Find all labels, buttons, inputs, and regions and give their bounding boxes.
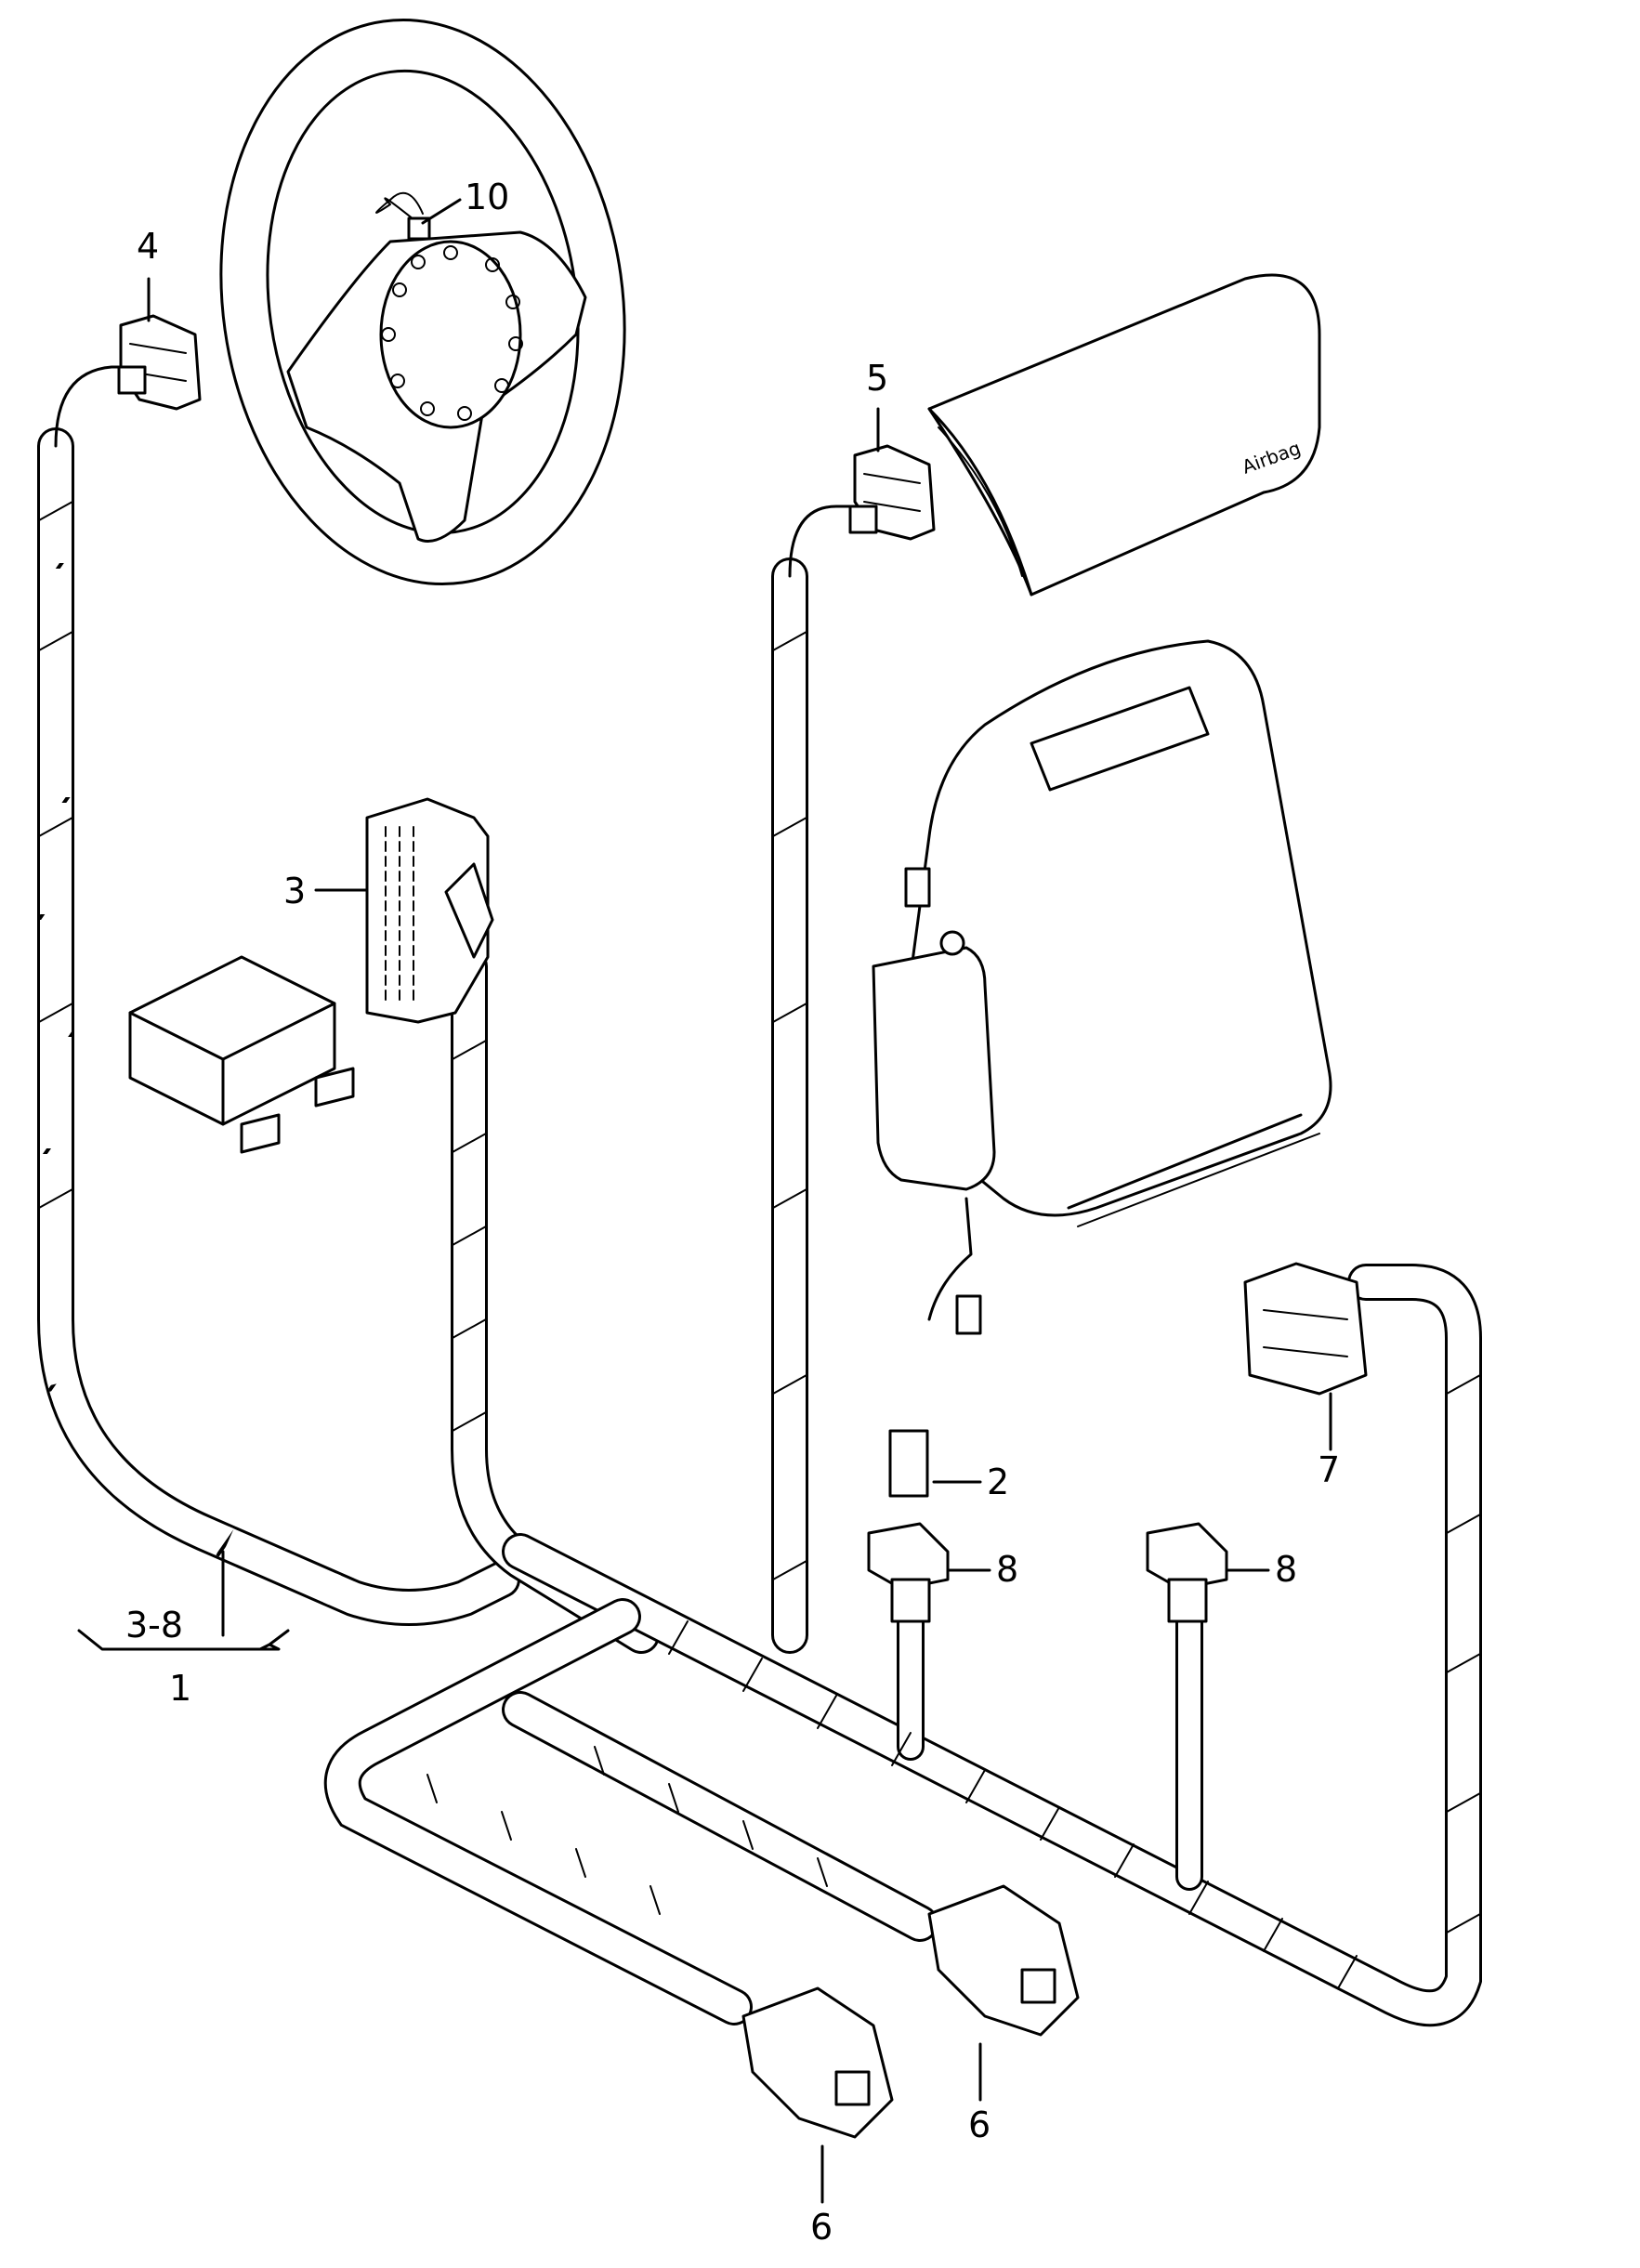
callout-2: 2 xyxy=(987,1462,1009,1502)
wiring-harness xyxy=(37,365,1482,2027)
callout-6a: 6 xyxy=(810,2207,833,2248)
callout-8a: 8 xyxy=(996,1549,1018,1590)
switch-8b xyxy=(1146,1522,1228,1623)
callout-5: 5 xyxy=(866,358,888,399)
sensor-box xyxy=(128,955,355,1154)
seat-back xyxy=(872,639,1332,1227)
sensor-2 xyxy=(888,1197,982,1498)
callout-1: 1 xyxy=(169,1668,191,1709)
connector-7 xyxy=(1243,1262,1368,1396)
connector-6a xyxy=(741,1986,894,2139)
steering-wheel xyxy=(219,18,626,586)
connector-4 xyxy=(117,314,202,411)
side-airbag xyxy=(872,946,996,1191)
callout-7: 7 xyxy=(1318,1449,1340,1490)
connector-6b xyxy=(927,1884,1080,2037)
control-unit-3 xyxy=(365,797,494,1024)
callout-4: 4 xyxy=(137,226,159,267)
callout-10: 10 xyxy=(465,177,509,217)
leader-lines xyxy=(77,198,1332,2204)
callout-6b: 6 xyxy=(968,2104,991,2145)
switch-8a xyxy=(867,1522,950,1623)
airbag-module: Airbag xyxy=(927,273,1321,596)
callout-3: 3 xyxy=(283,871,306,911)
connector-5 xyxy=(848,444,936,541)
callout-range: 3-8 xyxy=(125,1605,183,1645)
callout-8b: 8 xyxy=(1275,1549,1297,1590)
callout-labels: 10 4 5 3 7 2 8 8 6 6 3-8 1 xyxy=(125,177,1340,2248)
